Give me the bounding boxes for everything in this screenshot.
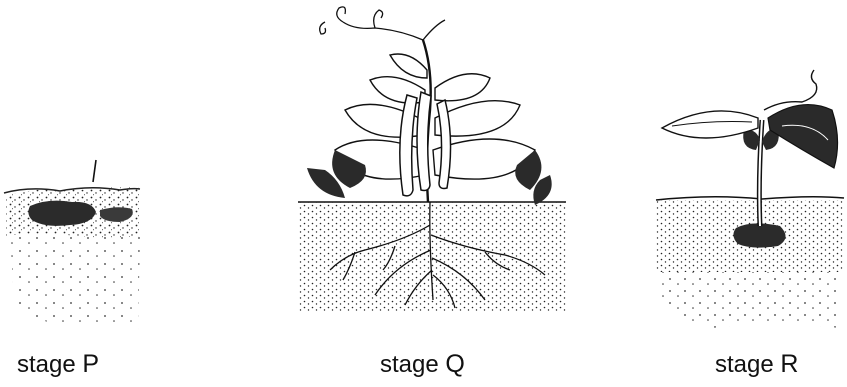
stage-q-letter: Q: [445, 350, 464, 378]
stage-r-letter: R: [780, 350, 798, 378]
stage-q-prefix: stage: [380, 351, 439, 378]
stage-p-prefix: stage: [17, 351, 76, 378]
stage-p-letter: P: [82, 350, 99, 378]
stage-r-label: stage R: [715, 350, 798, 379]
stage-p-label: stage P: [17, 350, 99, 379]
seed-in-soil-icon: [0, 0, 150, 340]
young-seedling-icon: [652, 0, 847, 340]
mature-bean-plant-icon: [295, 0, 570, 340]
stage-p-panel: [0, 0, 150, 340]
stage-q-label: stage Q: [380, 350, 465, 379]
stage-q-panel: [295, 0, 570, 340]
stage-r-prefix: stage: [715, 351, 774, 378]
stage-r-panel: [652, 0, 847, 340]
